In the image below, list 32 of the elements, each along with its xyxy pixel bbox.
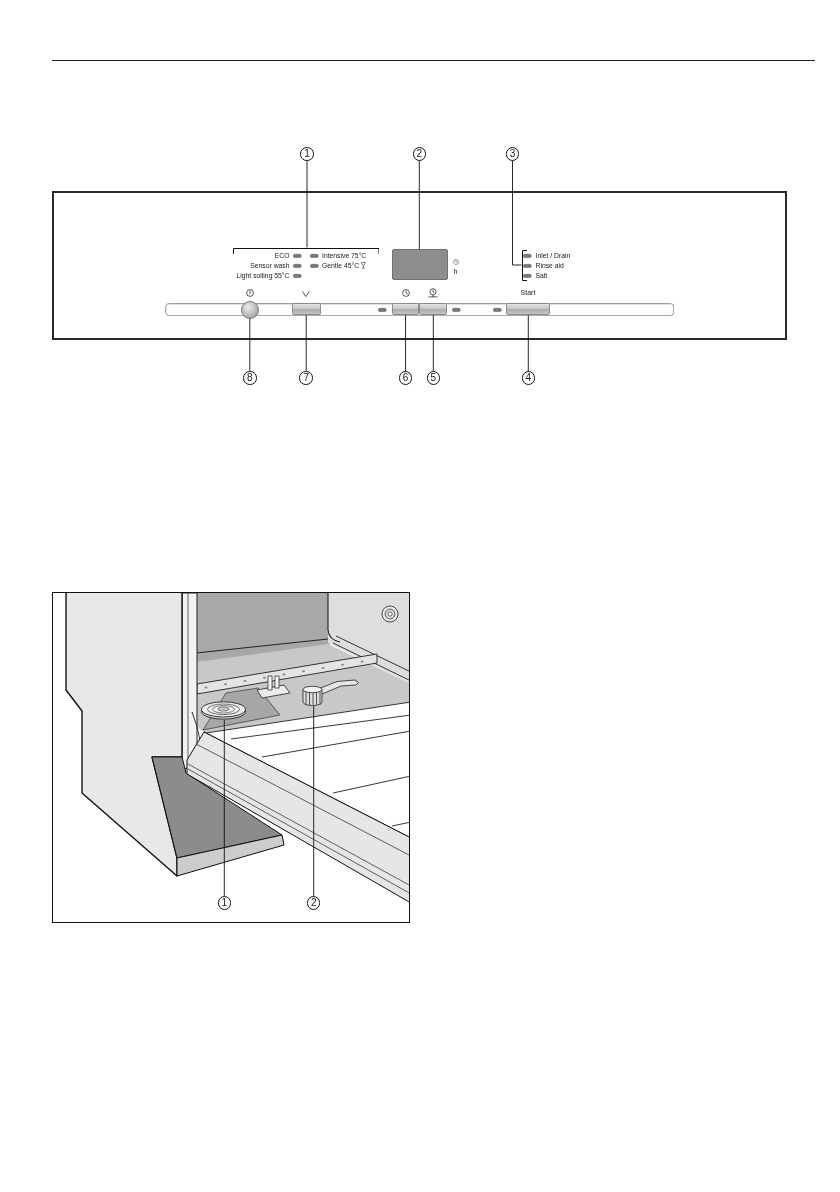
leader-line — [527, 314, 529, 372]
control-panel — [52, 190, 787, 340]
callout-number: 2 — [306, 896, 321, 910]
leader-line — [405, 314, 407, 372]
push-button — [291, 303, 321, 316]
push-button — [419, 303, 448, 316]
push-button — [391, 303, 420, 316]
round-filter — [200, 700, 247, 720]
leader-line — [223, 719, 225, 897]
leader-line — [512, 160, 522, 266]
leader-line — [432, 314, 434, 372]
callout-number: 4 — [521, 371, 536, 385]
display-screen — [391, 249, 448, 280]
indicator-group-bracket — [232, 247, 379, 254]
callout-number: 6 — [398, 371, 413, 385]
leader-line — [313, 705, 315, 897]
callout-number: 1 — [217, 896, 232, 910]
indicator-group-bracket — [521, 249, 527, 281]
callout-number: 1 — [300, 147, 314, 161]
cylindrical-filter — [301, 679, 360, 706]
leader-line — [249, 318, 251, 372]
round-button — [240, 300, 259, 319]
callout-number: 7 — [299, 371, 313, 385]
leader-line — [306, 160, 308, 248]
leader-line — [305, 314, 307, 372]
start-button — [506, 303, 550, 316]
callout-number: 3 — [505, 147, 520, 161]
callout-number: 5 — [426, 371, 441, 385]
callout-number: 2 — [412, 147, 427, 161]
callout-number: 8 — [243, 371, 257, 385]
illustration-frame — [52, 592, 410, 923]
leader-line — [418, 160, 420, 250]
